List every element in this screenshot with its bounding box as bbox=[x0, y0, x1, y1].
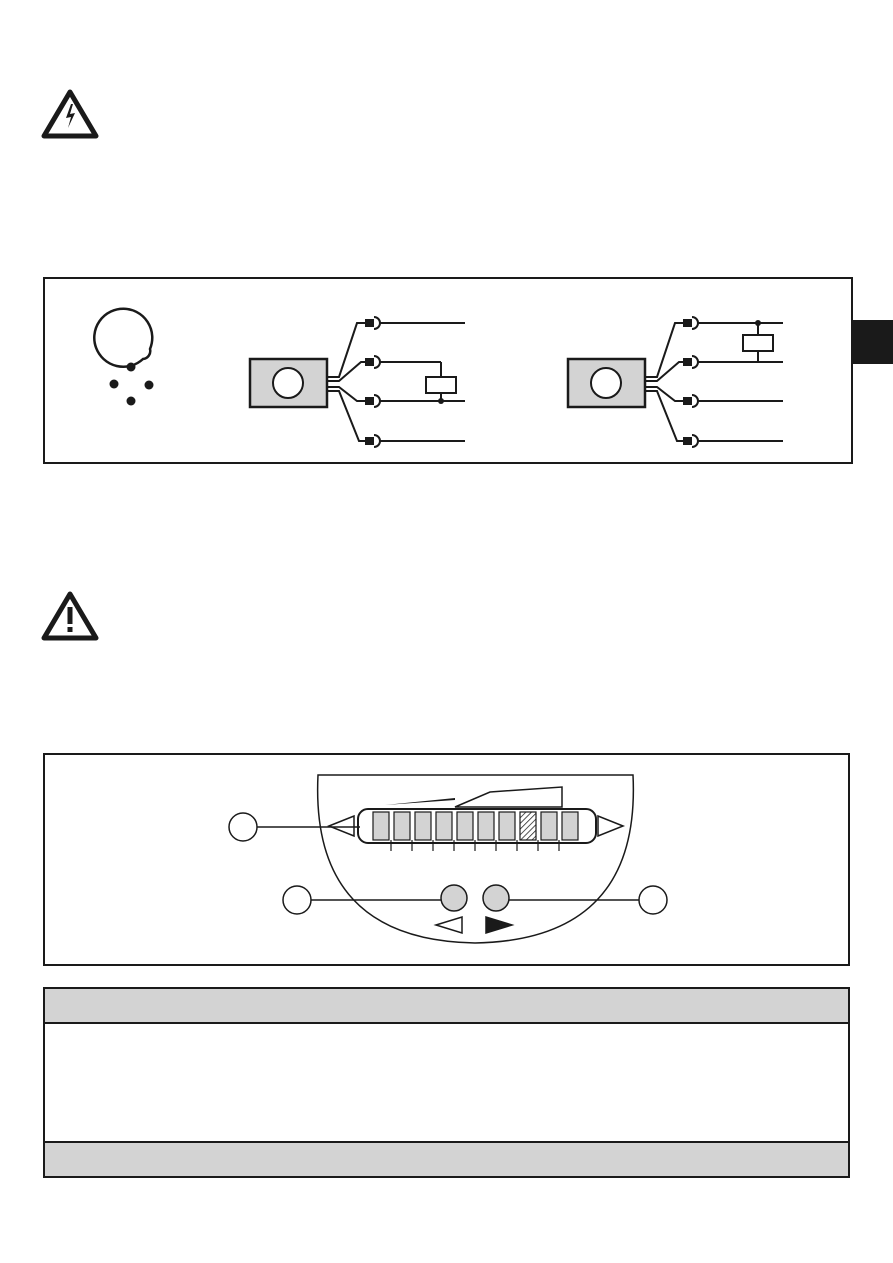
callout-marker-3 bbox=[638, 885, 668, 915]
led-bar-graph bbox=[357, 808, 597, 851]
button-right[interactable] bbox=[482, 884, 510, 912]
table-body-row bbox=[45, 1024, 848, 1141]
right-triangle-filled-icon bbox=[485, 915, 515, 935]
wiring-diagram-frame bbox=[43, 277, 853, 464]
button-left[interactable] bbox=[440, 884, 468, 912]
callout-marker-1 bbox=[228, 812, 258, 842]
info-table bbox=[43, 987, 850, 1178]
callout-marker-2 bbox=[282, 885, 312, 915]
left-triangle-outline-icon bbox=[433, 915, 463, 935]
display-diagram-frame bbox=[43, 753, 850, 966]
right-arrow-indicator-icon bbox=[597, 814, 626, 838]
wiring-circuit-1 bbox=[248, 316, 465, 448]
caution-warning-icon bbox=[41, 591, 99, 641]
table-footer-row bbox=[45, 1141, 848, 1176]
display-diagram bbox=[228, 774, 668, 944]
left-arrow-indicator-icon bbox=[326, 814, 355, 838]
wiring-circuit-2 bbox=[566, 316, 783, 448]
high-voltage-warning-icon bbox=[41, 89, 99, 139]
table-header-row bbox=[45, 989, 848, 1024]
wiring-diagram bbox=[93, 307, 783, 448]
connector-pinout-icon bbox=[93, 307, 154, 406]
section-thumb-tab bbox=[853, 320, 893, 364]
